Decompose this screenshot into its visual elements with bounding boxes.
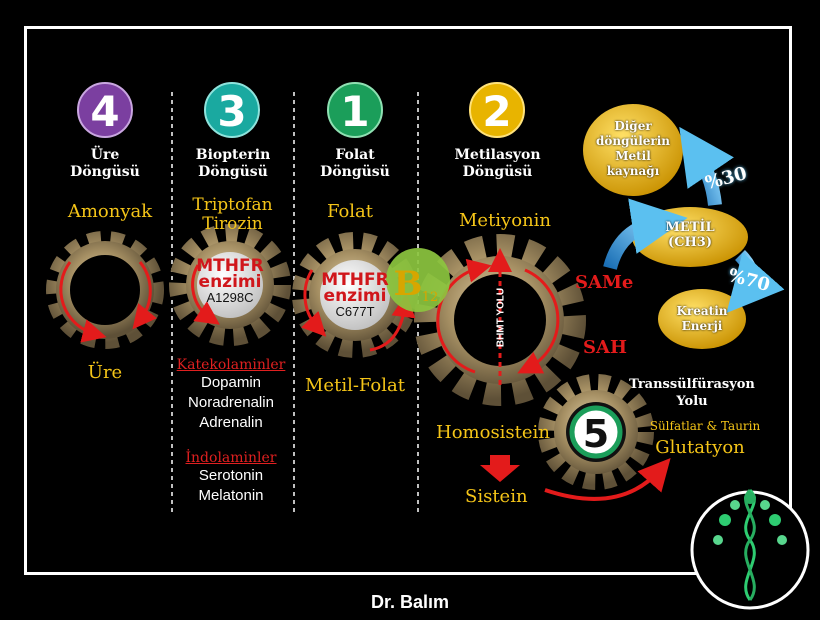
methyl-center-text: METİL(CH3) — [665, 220, 715, 250]
svg-text:3: 3 — [217, 87, 246, 136]
enzyme-plate-a1298c: MTHFR enzimi A1298C — [196, 256, 264, 306]
sah-label: SAH — [583, 337, 627, 358]
dna-tree-icon — [690, 488, 810, 610]
sulfatlar-taurin-label: Sülfatlar & Taurin — [649, 419, 761, 433]
folat-b12-arrow — [369, 293, 416, 352]
svg-text:12: 12 — [422, 290, 439, 305]
glutatyon-label: Glutatyon — [655, 437, 745, 458]
blue-arrow-to-other — [679, 126, 734, 206]
number-badge-1: 1 — [327, 82, 383, 138]
bhmt-label: BHMT YOLU — [495, 287, 507, 348]
number-badge-3: 3 — [204, 82, 260, 138]
metiyonin-label: Metiyonin — [458, 210, 552, 231]
folat-cycle-arrow — [301, 269, 327, 337]
amonyak-label: Amonyak — [67, 201, 153, 222]
gear-transsulfurasyon: 5 — [538, 374, 654, 490]
svg-text:5: 5 — [583, 412, 609, 456]
gear-ure — [46, 231, 164, 349]
indolaminler-block: İndolaminler Serotonin Melatonin — [185, 450, 277, 504]
bubble-kreatin — [658, 289, 746, 349]
blue-arrow-to-kreatin — [726, 250, 785, 314]
down-arrow-icon — [480, 455, 520, 482]
ure-cycle-arrow-left — [59, 261, 107, 343]
ure-cycle-arrow-right — [132, 261, 157, 330]
number-badge-4: 4 — [77, 82, 133, 138]
blue-arrow-to-methyl — [603, 198, 688, 270]
same-label: SAMe — [575, 272, 634, 293]
svg-text:1: 1 — [340, 87, 369, 136]
footer-author: Dr. Balım — [370, 592, 450, 612]
ure-label: Üre — [87, 362, 123, 383]
bubble-other-methyl — [583, 104, 683, 196]
homosistein-label: Homosistein — [436, 422, 550, 443]
enzyme-plate-c677t: MTHFR enzimi C677T — [321, 270, 389, 320]
sistein-label: Sistein — [465, 486, 528, 507]
methyl-cycle-arrow-left — [436, 258, 492, 374]
number-badge-2: 2 — [469, 82, 525, 138]
svg-text:B: B — [394, 264, 423, 304]
sistein-to-glutatyon-arrow — [544, 458, 671, 501]
metil-folat-label: Metil-Folat — [305, 375, 405, 396]
b12-badge: B 12 — [386, 248, 450, 312]
katekolaminler-block: Katekolaminler Dopamin Noradrenalin Adre… — [176, 357, 286, 431]
folat-label: Folat — [326, 201, 374, 222]
methyl-cycle-arrow-right — [517, 268, 560, 374]
biopterin-cycle-arrow — [191, 264, 220, 325]
svg-text:4: 4 — [90, 87, 119, 136]
svg-text:2: 2 — [482, 87, 511, 136]
